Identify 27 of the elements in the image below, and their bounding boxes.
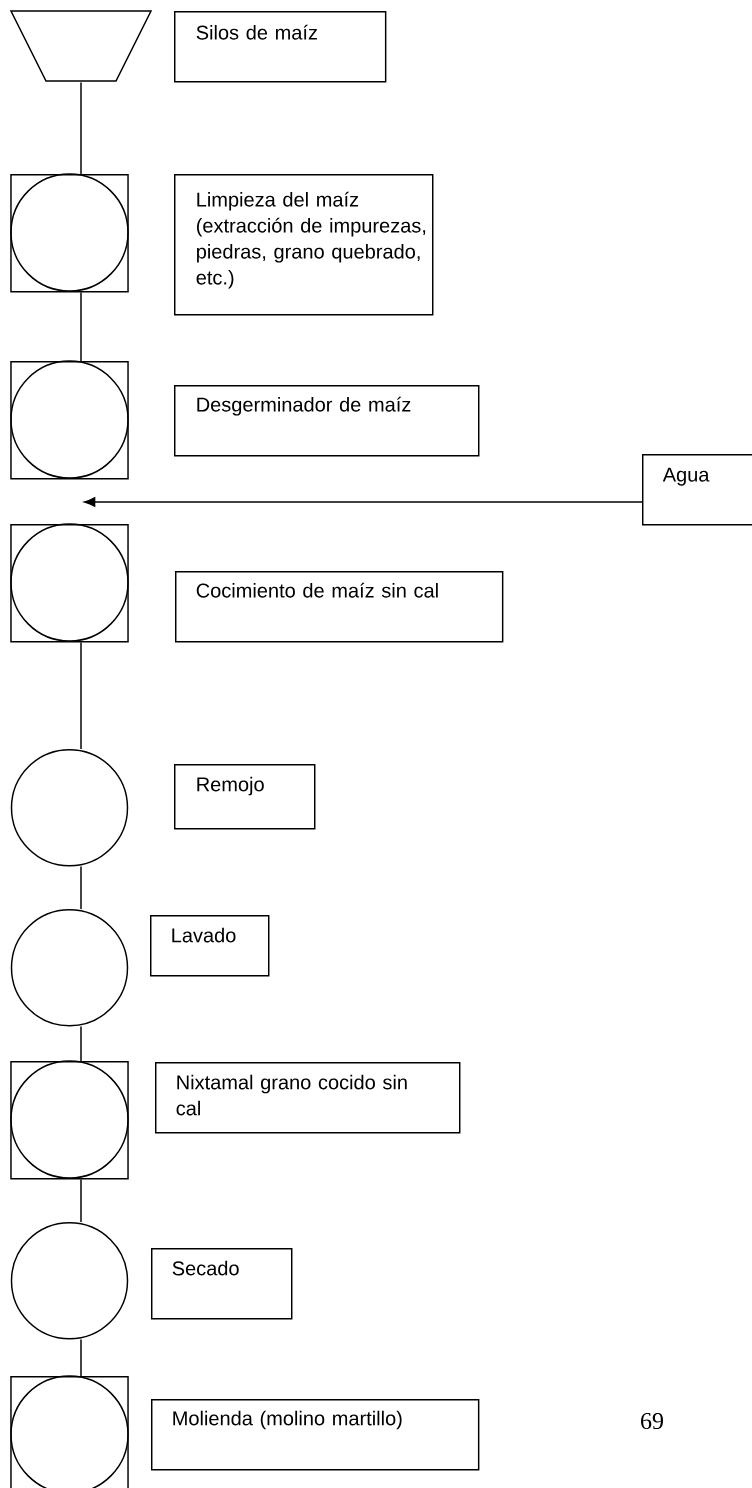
arrow	[84, 497, 643, 507]
connector-line	[80, 1338, 82, 1377]
connector-line	[80, 291, 82, 362]
text-box: Desgerminador de maíz	[174, 385, 480, 457]
text-box: Agua	[642, 454, 752, 526]
tank-symbol	[10, 1375, 129, 1488]
circle-symbol	[10, 1222, 129, 1340]
text-box: Molienda (molino martillo)	[151, 1399, 480, 1471]
text-box: Lavado	[150, 915, 270, 977]
text-box: Secado	[151, 1248, 293, 1320]
circle-symbol	[10, 909, 129, 1027]
connector-line	[80, 1025, 82, 1062]
text-box: Cocimiento de maíz sin cal	[175, 571, 504, 643]
tank-symbol	[10, 360, 129, 480]
circle-symbol	[10, 749, 129, 867]
text-box: Silos de maíz	[174, 11, 387, 83]
text-box: Limpieza del maíz (extracción de impurezas, piedras, grano quebrado, etc.)	[174, 174, 434, 316]
page-number: 69	[641, 1412, 663, 1430]
connector-line	[80, 81, 82, 175]
tank-symbol	[10, 173, 129, 293]
connector-line	[80, 1178, 82, 1223]
tank-symbol	[10, 1060, 129, 1180]
connector-line	[80, 641, 82, 750]
connector-line	[80, 865, 82, 910]
text-box: Nixtamal grano cocido sin cal	[155, 1062, 461, 1134]
text-box: Remojo	[174, 764, 316, 830]
tank-symbol	[10, 523, 129, 643]
